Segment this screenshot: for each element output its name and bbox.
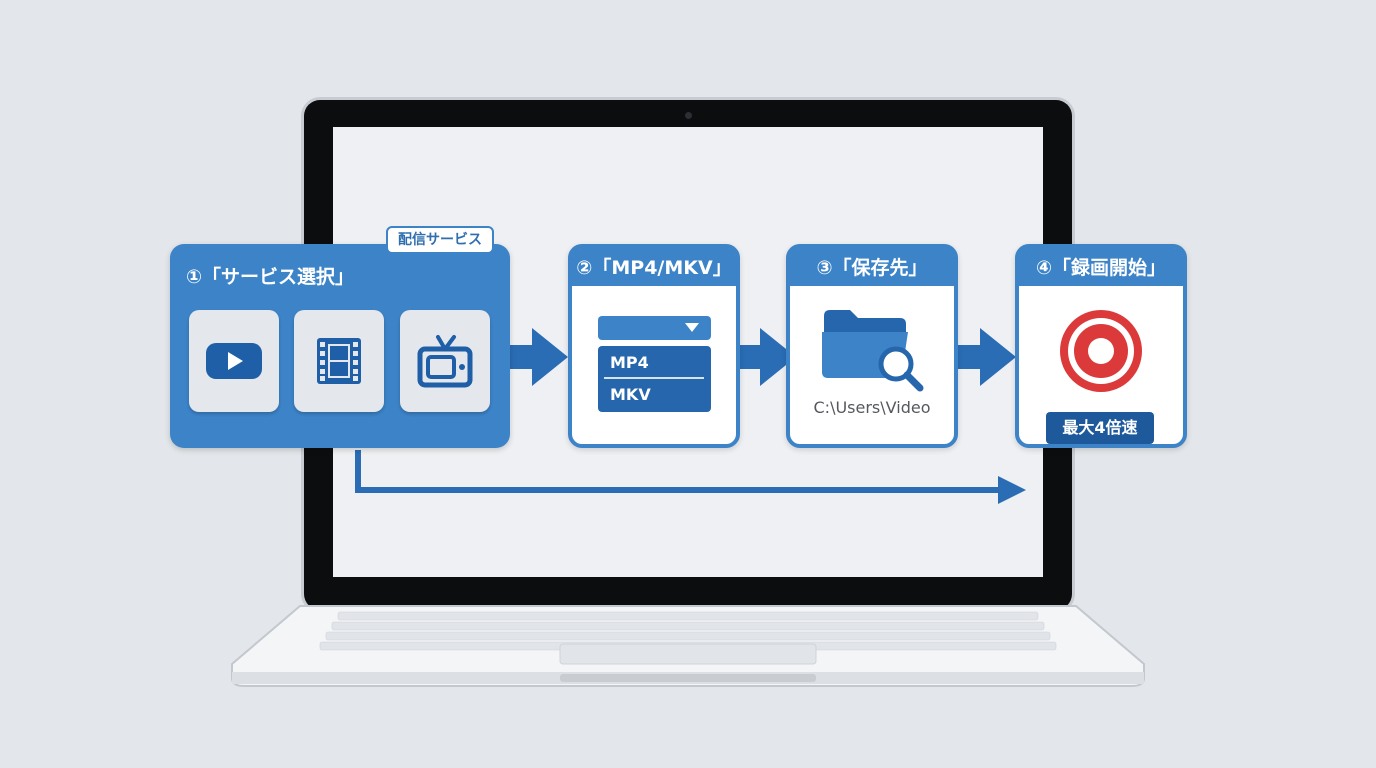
arrow-3-4 (958, 328, 1016, 386)
service-tile-video[interactable] (189, 310, 279, 412)
service-tile-film[interactable] (294, 310, 384, 412)
arrow-2-3 (740, 328, 796, 386)
webcam (685, 112, 692, 119)
format-option-mp4[interactable]: MP4 (610, 353, 649, 372)
service-tile-tv[interactable] (400, 310, 490, 412)
step2-format-panel: ②「MP4/MKV」 (568, 244, 740, 448)
save-path-text: C:\Users\Video (813, 398, 931, 417)
magnifier-icon (878, 346, 914, 382)
format-options-list (598, 346, 711, 412)
chevron-down-icon (685, 323, 699, 332)
step1-title: ①「サービス選択」 (185, 266, 355, 288)
bypass-arrow-line (355, 450, 1000, 493)
tv-icon (417, 335, 473, 388)
video-play-icon (206, 343, 262, 379)
bypass-arrow-head (998, 476, 1026, 504)
format-option-divider (604, 377, 704, 379)
arrow-1-2 (510, 328, 568, 386)
film-strip-icon (317, 338, 361, 384)
format-option-mkv[interactable]: MKV (610, 385, 651, 404)
record-icon[interactable] (1056, 306, 1146, 396)
trackpad (559, 643, 817, 665)
step3-title: ③「保存先」 (790, 248, 954, 286)
speed-badge: 最大4倍速 (1046, 412, 1154, 444)
step2-title: ②「MP4/MKV」 (572, 248, 736, 286)
step4-title: ④「録画開始」 (1019, 248, 1183, 286)
service-badge: 配信サービス (386, 226, 494, 254)
folder-icon[interactable] (818, 306, 926, 392)
